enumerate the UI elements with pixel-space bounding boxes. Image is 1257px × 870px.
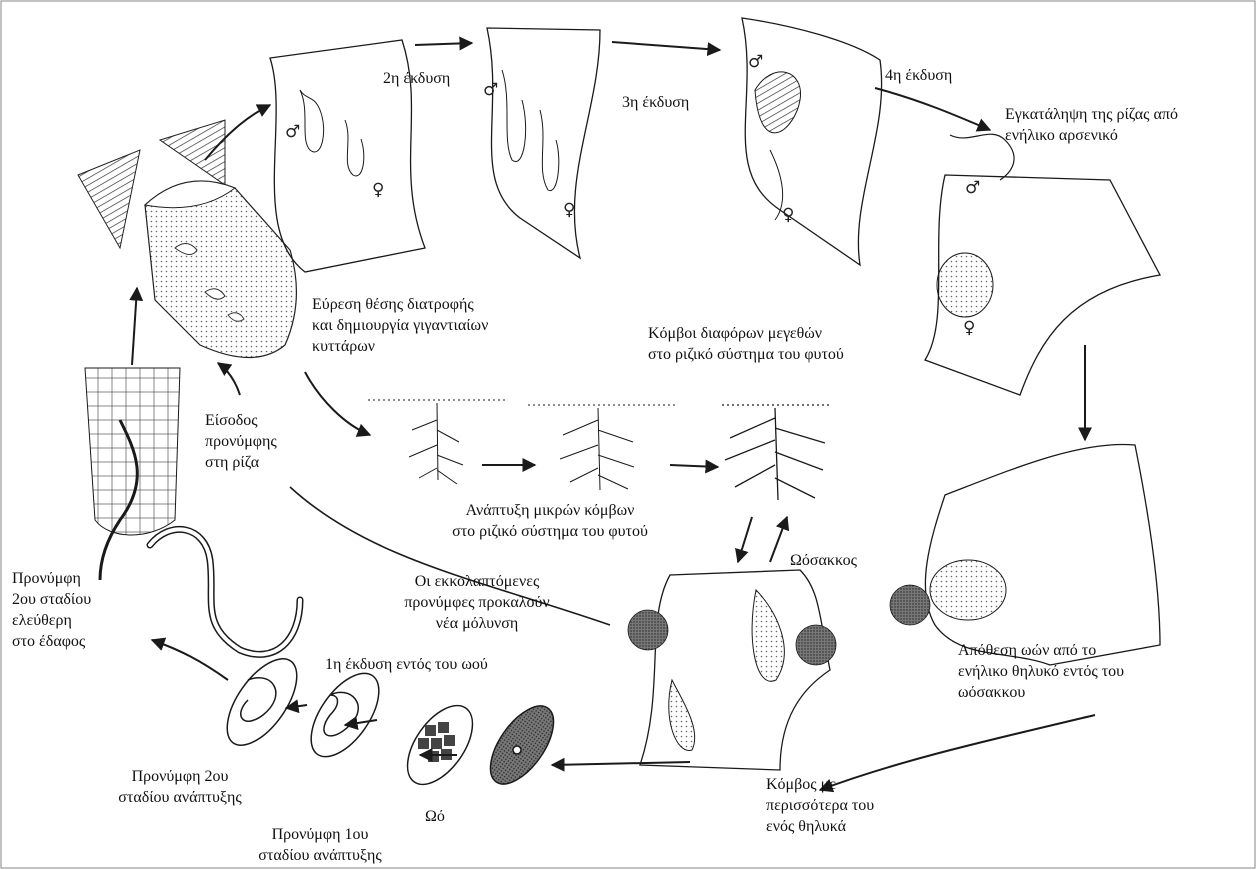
- label-hatched-juveniles: Οι εκκολαπτόμενες προνύμφες προκαλούν νέ…: [362, 571, 592, 634]
- label-molt-4: 4η έκδυση: [885, 65, 952, 86]
- label-first-molt-in-egg: 1η έκδυση εντός του ωού: [325, 654, 488, 675]
- label-free-j2: Προνύμφη 2ου σταδίου ελεύθερη στο έδαφος: [12, 568, 91, 652]
- label-small-galls: Ανάπτυξη μικρών κόμβων στο ριζικό σύστημ…: [390, 500, 710, 542]
- male-symbol: ♂: [483, 80, 498, 100]
- gall-multiple-females: [628, 570, 836, 770]
- female-symbol: ♀: [782, 205, 794, 225]
- label-gall-multiple-females: Κόμβος με περισσότερα του ενός θηλυκά: [766, 774, 874, 837]
- female-symbol: ♀: [372, 180, 384, 200]
- root-system-2: [528, 405, 675, 490]
- male-symbol: ♂: [965, 178, 980, 198]
- root-section-male-leaving: [925, 134, 1160, 395]
- label-j2-development: Προνύμφη 2ου σταδίου ανάπτυξης: [90, 766, 270, 808]
- male-symbol: ♂: [285, 122, 300, 142]
- root-system-3: [722, 405, 832, 500]
- root-with-entering-juvenile: [85, 368, 180, 580]
- label-male-leaves-root: Εγκατάληψη της ρίζας από ενήλικο αρσενικ…: [1005, 104, 1178, 146]
- root-tip-drawing: [78, 120, 300, 358]
- label-molt-2: 2η έκδυση: [383, 68, 450, 89]
- female-symbol: ♀: [963, 318, 975, 338]
- label-galls-various-sizes: Κόμβοι διαφόρων μεγεθών στο ριζικό σύστη…: [648, 323, 844, 365]
- label-feeding-site: Εύρεση θέσης διατροφής και δημιουργία γι…: [312, 294, 488, 357]
- label-molt-3: 3η έκδυση: [622, 92, 689, 113]
- label-juvenile-entry: Είσοδος προνύμφης στη ρίζα: [205, 410, 277, 473]
- male-symbol: ♂: [748, 52, 763, 72]
- label-egg: Ωό: [425, 806, 445, 827]
- root-system-1: [368, 400, 505, 484]
- root-section-2: [487, 28, 600, 258]
- label-egg-laying: Απόθεση ωών από το ενήλικο θηλυκό εντός …: [958, 640, 1124, 703]
- label-j1-development: Προνύμφη 1ου σταδίου ανάπτυξης: [235, 824, 405, 866]
- female-symbol: ♀: [563, 200, 575, 220]
- label-egg-sac: Ωόσακκος: [790, 550, 857, 571]
- root-section-egg-laying: [890, 444, 1160, 665]
